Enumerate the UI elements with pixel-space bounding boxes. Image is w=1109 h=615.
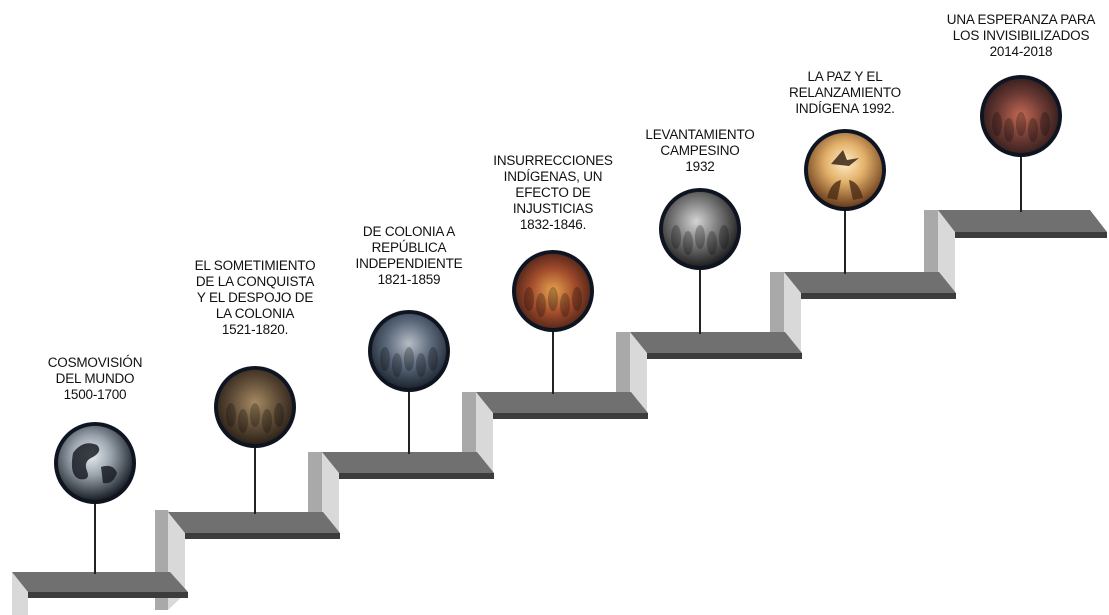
peasant-uprising-photo-icon [659, 188, 741, 270]
riser-5 [784, 272, 801, 354]
tread-7-edge [955, 232, 1107, 238]
milestone-title-line: Y EL DESPOJO DE [196, 290, 314, 305]
milestone-title-line: LA PAZ Y EL [807, 69, 883, 84]
base-riser [12, 572, 28, 615]
milestone-years: 1932 [685, 159, 715, 174]
tread-1 [12, 572, 188, 592]
milestone-title-line: LEVANTAMIENTO [645, 127, 755, 142]
milestone-title-line: INSURRECCIONES [493, 153, 613, 168]
milestone-title-line: COSMOVISIÓN [47, 355, 143, 370]
milestone-years: 2014-2018 [989, 44, 1053, 59]
riser-4-face [616, 332, 630, 400]
tread-6-edge [801, 293, 956, 299]
milestone-title-line: EFECTO DE [515, 185, 591, 200]
globe-earth-icon [54, 422, 136, 504]
tread-5 [630, 332, 802, 353]
tread-4 [476, 392, 648, 413]
riser-3 [476, 392, 493, 474]
milestone-title-line: INDEPENDIENTE [355, 256, 463, 271]
milestone-title-line: CAMPESINO [660, 143, 740, 158]
milestone-title-line: DE COLONIA A [362, 224, 456, 239]
milestone-title-line: UNA ESPERANZA PARA [946, 12, 1096, 27]
riser-2-face [308, 452, 322, 520]
tread-7 [938, 210, 1107, 232]
milestone-years: 1821-1859 [377, 272, 441, 287]
tread-4-edge [493, 413, 648, 419]
milestone-title-line: DE LA CONQUISTA [195, 274, 315, 289]
milestone-years: 1832-1846. [519, 217, 587, 232]
indigenous-crowd-icon [512, 250, 594, 332]
riser-5-face [770, 272, 784, 340]
riser-6 [938, 210, 955, 293]
tread-6 [784, 272, 956, 293]
tread-2-edge [185, 533, 340, 539]
milestone-title-line: REPÚBLICA [371, 240, 447, 255]
milestone-title-line: DEL MUNDO [55, 371, 135, 386]
riser-4 [630, 332, 647, 414]
milestone-title-line: EL SOMETIMIENTO [194, 258, 316, 273]
indigenous-people-portrait-icon [980, 75, 1062, 157]
milestone-title-line: RELANZAMIENTO [789, 85, 901, 100]
riser-6-face [924, 210, 938, 280]
tread-2 [168, 512, 340, 533]
milestone-title-line: INDÍGENAS, UN [503, 169, 603, 184]
tread-5-edge [647, 353, 802, 359]
riser-2 [322, 452, 339, 535]
milestone-years: 1500-1700 [63, 387, 127, 402]
milestone-years: 1521-1820. [221, 322, 289, 337]
conquest-painting-icon [214, 366, 296, 448]
riser-3-face [462, 392, 476, 460]
tread-3 [322, 452, 494, 473]
tread-3-edge [339, 473, 494, 479]
tread-1-edge [28, 592, 188, 598]
independence-painting-icon [368, 310, 450, 392]
milestone-title-line: LOS INVISIBILIZADOS [952, 28, 1090, 43]
milestone-title-line: INDÍGENA 1992. [795, 101, 895, 116]
milestone-title-line: INJUSTICIAS [512, 201, 594, 216]
dove-hands-icon [804, 129, 886, 211]
milestone-title-line: LA COLONIA [215, 306, 295, 321]
